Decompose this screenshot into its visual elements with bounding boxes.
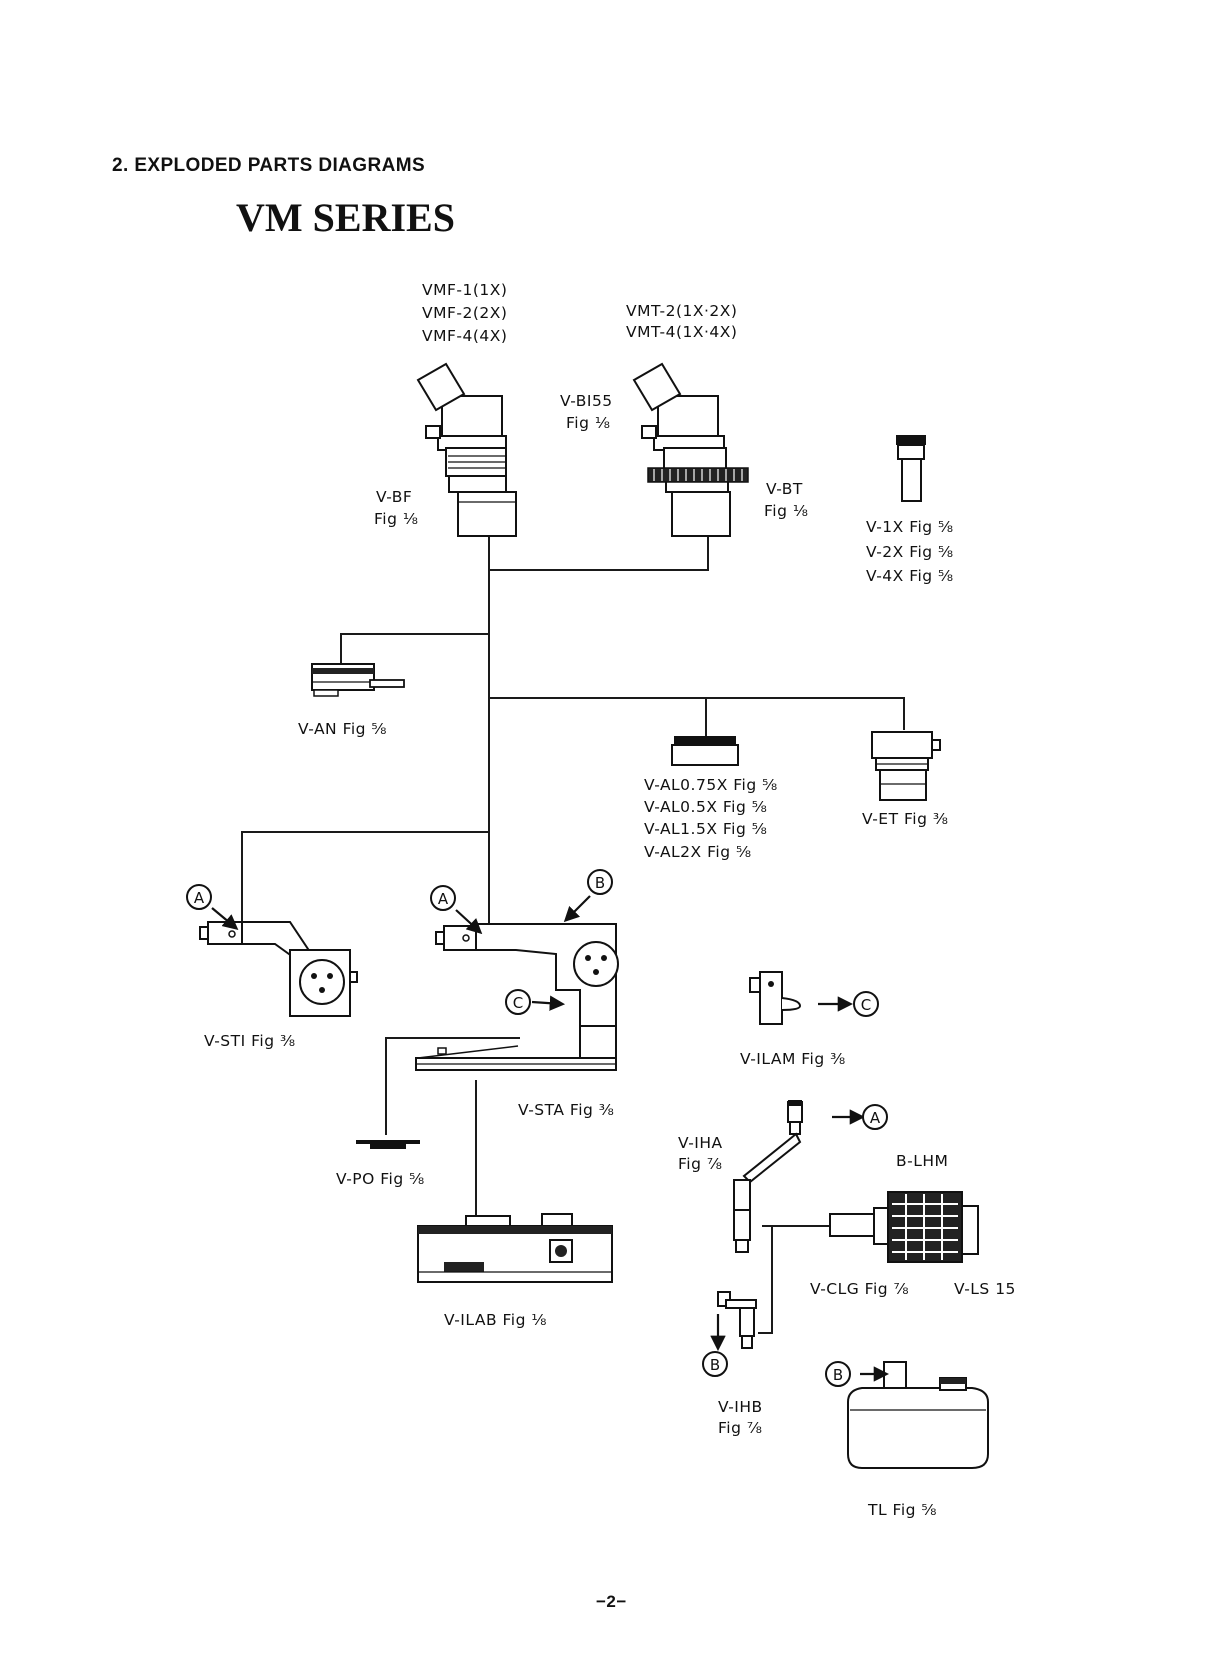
section-heading: 2. EXPLODED PARTS DIAGRAMS [112,155,426,176]
label-v-ilab: V-ILAB Fig ⅛ [444,1311,547,1329]
label-v-iha: V-IHA [678,1134,723,1152]
label-v-an: V-AN Fig ⅝ [298,720,387,738]
callout-a-circle [430,885,456,911]
label-v-ls15: V-LS 15 [954,1280,1016,1298]
callout-b-circle [587,869,613,895]
v-ilab-illustration [417,1213,613,1283]
v-an-illustration [311,663,405,697]
label-v-bi55-fig: Fig ⅛ [566,414,611,432]
label-v-al15: V-AL1.5X Fig ⅝ [644,820,768,838]
label-vmt-4: VMT-4(1X·4X) [626,323,738,341]
callout-a-letter: A [194,889,205,907]
label-v-sti: V-STI Fig ⅜ [204,1032,296,1050]
callout-a-circle [186,884,212,910]
callout-b-letter: B [710,1356,720,1374]
v-iha-illustration [733,1100,803,1253]
label-v-bf-fig: Fig ⅛ [374,510,419,528]
vmt-head-illustration [632,362,749,537]
label-vmf-4: VMF-4(4X) [422,327,508,345]
label-v-bt-fig: Fig ⅛ [764,502,809,520]
eyepiece-illustration [896,435,926,502]
v-ihb-illustration [717,1291,757,1349]
series-title: VM SERIES [236,195,455,240]
v-al-illustration [671,736,739,766]
label-v-bi55: V-BI55 [560,392,613,410]
label-v-ilam: V-ILAM Fig ⅜ [740,1050,846,1068]
label-v-al05: V-AL0.5X Fig ⅝ [644,798,768,816]
callout-b-circle [702,1351,728,1377]
label-v-4x: V-4X Fig ⅝ [866,567,954,585]
page-number: −2− [596,1592,627,1611]
vmf-head-illustration [416,362,517,537]
callout-a-letter: A [438,890,449,908]
tl-transformer-illustration [847,1361,989,1469]
v-po-illustration [356,1140,420,1149]
v-sta-illustration [415,923,619,1071]
callout-a-circle [862,1104,888,1130]
label-vmt-2: VMT-2(1X·2X) [626,302,738,320]
label-v-ihb: V-IHB [718,1398,763,1416]
callout-b-circle [825,1361,851,1387]
callout-c-circle [505,989,531,1015]
callout-a-letter: A [870,1109,881,1127]
label-v-iha-fig: Fig ⅞ [678,1155,723,1173]
label-v-al2: V-AL2X Fig ⅝ [644,843,752,861]
v-sti-illustration [199,921,358,1017]
callout-c-circle [853,991,879,1017]
label-vmf-2: VMF-2(2X) [422,304,508,322]
callout-b-letter: B [595,874,605,892]
label-tl: TL Fig ⅝ [868,1501,937,1519]
label-v-sta: V-STA Fig ⅜ [518,1101,615,1119]
label-v-ihb-fig: Fig ⅞ [718,1419,763,1437]
label-v-po: V-PO Fig ⅝ [336,1170,425,1188]
label-v-bt: V-BT [766,480,803,498]
label-b-lhm: B-LHM [896,1152,949,1170]
label-v-2x: V-2X Fig ⅝ [866,543,954,561]
label-v-et: V-ET Fig ⅜ [862,810,949,828]
callout-c-letter: C [861,996,871,1014]
v-ilam-illustration [749,971,802,1025]
callout-c-letter: C [513,994,523,1012]
label-v-clg: V-CLG Fig ⅞ [810,1280,910,1298]
label-vmf-1: VMF-1(1X) [422,281,508,299]
label-v-bf: V-BF [376,488,413,506]
callout-b-letter: B [833,1366,843,1384]
label-v-al075: V-AL0.75X Fig ⅝ [644,776,778,794]
lamp-house-illustration [829,1191,979,1263]
label-v-1x: V-1X Fig ⅝ [866,518,954,536]
v-et-illustration [871,731,941,801]
